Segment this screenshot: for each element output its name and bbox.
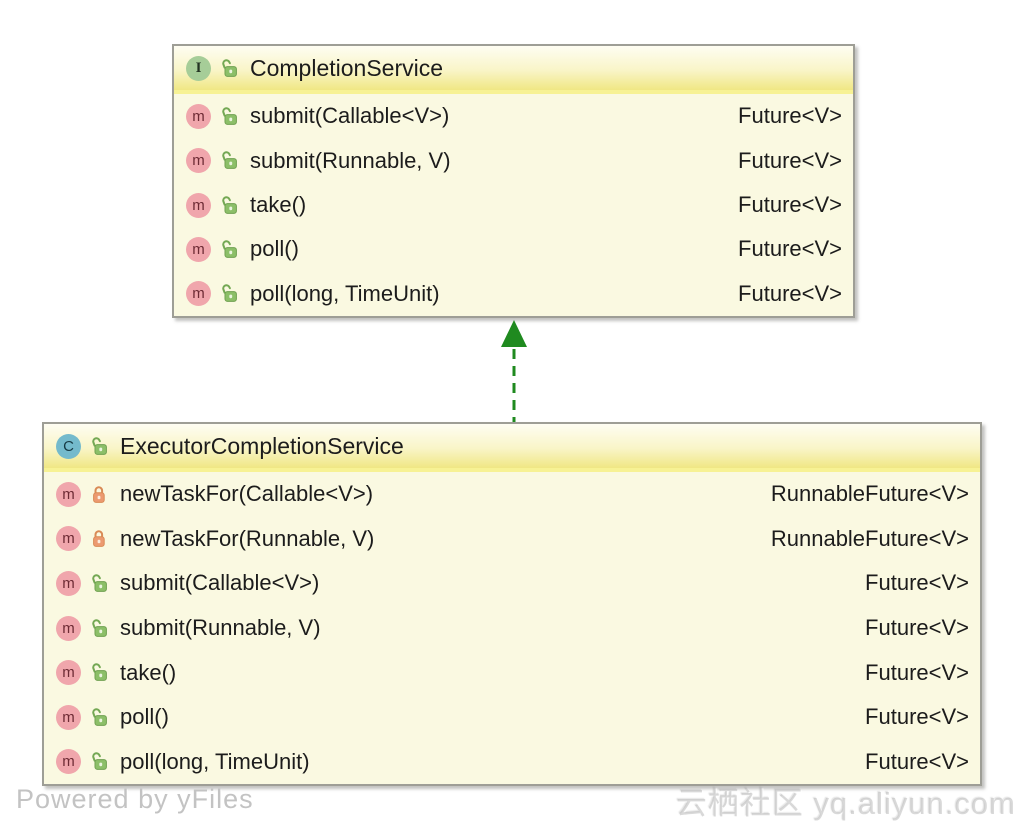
method-row-submit-callable[interactable]: m submit(Callable<V>) Future<V> <box>44 561 980 606</box>
method-name: newTaskFor(Callable<V>) <box>120 481 374 507</box>
class-icon: C <box>56 433 81 459</box>
public-lock-icon <box>90 618 108 638</box>
method-return-type: Future<V> <box>738 103 842 129</box>
method-return-type: RunnableFuture<V> <box>770 481 969 507</box>
protected-lock-icon <box>90 485 108 504</box>
public-lock-icon <box>220 240 238 259</box>
yfiles-watermark: Powered by yFiles <box>16 784 254 814</box>
method-row-poll-timeout[interactable]: m poll(long, TimeUnit) Future<V> <box>174 272 853 316</box>
method-return-type: Future<V> <box>865 704 969 730</box>
method-row-submit-runnable[interactable]: m submit(Runnable, V) Future<V> <box>174 138 853 182</box>
method-return-type: Future<V> <box>865 615 969 641</box>
method-name: submit(Runnable, V) <box>250 147 451 173</box>
public-lock-icon <box>220 195 238 215</box>
interface-title: CompletionService <box>250 54 444 81</box>
method-row-submit-callable[interactable]: m submit(Callable<V>) Future<V> <box>174 94 853 138</box>
public-lock-icon <box>90 752 108 771</box>
method-return-type: Future<V> <box>865 748 969 774</box>
method-icon: m <box>186 148 211 174</box>
method-name: poll() <box>250 236 299 262</box>
method-name: poll(long, TimeUnit) <box>250 280 440 306</box>
method-row-take[interactable]: m take() Future<V> <box>174 183 853 227</box>
method-return-type: RunnableFuture<V> <box>770 525 969 551</box>
method-icon: m <box>56 481 81 507</box>
public-lock-icon <box>220 284 238 303</box>
class-box-executorcompletionservice[interactable]: C ExecutorCompletionService m <box>42 422 982 786</box>
protected-lock-icon <box>90 529 108 548</box>
method-row-newtaskfor-callable[interactable]: m newTaskFor(Callable<V>) RunnableFuture… <box>44 472 980 517</box>
public-lock-icon <box>90 707 108 727</box>
class-header[interactable]: C ExecutorCompletionService <box>44 424 980 472</box>
method-return-type: Future<V> <box>738 236 842 262</box>
method-icon: m <box>56 749 81 775</box>
class-method-list: m newTaskFor(Callable<V>) RunnableFuture… <box>44 472 980 784</box>
method-row-poll-timeout[interactable]: m poll(long, TimeUnit) Future<V> <box>44 739 980 784</box>
method-icon: m <box>186 281 211 307</box>
method-row-submit-runnable[interactable]: m submit(Runnable, V) Future<V> <box>44 606 980 651</box>
method-row-newtaskfor-runnable[interactable]: m newTaskFor(Runnable, V) RunnableFuture… <box>44 517 980 562</box>
method-row-take[interactable]: m take() Future<V> <box>44 650 980 695</box>
method-name: poll() <box>120 704 169 730</box>
implements-arrow[interactable] <box>498 319 530 428</box>
method-name: take() <box>250 192 307 218</box>
method-icon: m <box>186 236 211 262</box>
method-row-poll[interactable]: m poll() Future<V> <box>174 227 853 271</box>
method-icon: m <box>56 615 81 641</box>
public-lock-icon <box>90 574 108 593</box>
method-return-type: Future<V> <box>865 570 969 596</box>
method-icon: m <box>56 660 81 686</box>
interface-method-list: m submit(Callable<V>) Future<V> m <box>174 94 853 316</box>
public-lock-icon <box>90 663 108 682</box>
method-row-poll[interactable]: m poll() Future<V> <box>44 695 980 740</box>
interface-box-completionservice[interactable]: I CompletionService m <box>172 44 855 318</box>
method-icon: m <box>56 526 81 552</box>
method-name: submit(Runnable, V) <box>120 615 321 641</box>
method-return-type: Future<V> <box>865 659 969 685</box>
method-return-type: Future<V> <box>738 147 842 173</box>
method-name: take() <box>120 659 177 685</box>
interface-icon: I <box>186 55 211 81</box>
method-name: newTaskFor(Runnable, V) <box>120 525 375 551</box>
method-icon: m <box>56 570 81 596</box>
aliyun-watermark: 云栖社区 yq.aliyun.com <box>675 786 1016 821</box>
public-lock-icon <box>220 106 238 126</box>
method-name: submit(Callable<V>) <box>120 570 320 596</box>
public-lock-icon <box>220 58 238 78</box>
method-icon: m <box>56 704 81 730</box>
method-icon: m <box>186 103 211 129</box>
public-lock-icon <box>220 151 238 170</box>
public-lock-icon <box>90 436 108 456</box>
method-return-type: Future<V> <box>738 192 842 218</box>
interface-header[interactable]: I CompletionService <box>174 46 853 94</box>
method-icon: m <box>186 192 211 218</box>
arrowhead <box>501 320 527 347</box>
method-name: submit(Callable<V>) <box>250 103 450 129</box>
method-name: poll(long, TimeUnit) <box>120 748 310 774</box>
method-return-type: Future<V> <box>738 280 842 306</box>
class-title: ExecutorCompletionService <box>120 432 404 459</box>
